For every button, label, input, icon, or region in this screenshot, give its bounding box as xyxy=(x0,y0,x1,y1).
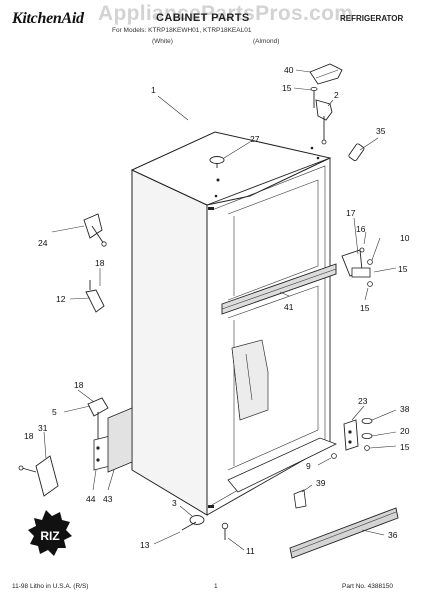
callout-15-lower: 15 xyxy=(360,303,370,313)
callout-23: 23 xyxy=(358,396,368,406)
callout-3: 3 xyxy=(172,498,177,508)
model-line: For Models: KTRP18KEWH01, KTRP18KEAL01 xyxy=(112,27,252,34)
callout-35: 35 xyxy=(376,126,386,136)
leader-lines xyxy=(43,69,397,551)
hinge-screw-top xyxy=(310,87,318,108)
callout-43: 43 xyxy=(103,494,113,504)
callout-1: 1 xyxy=(151,85,156,95)
door-stop-left xyxy=(83,213,107,247)
callout-20: 20 xyxy=(400,426,410,436)
callout-15-mid: 15 xyxy=(398,264,408,274)
side-trim-piece xyxy=(35,455,59,497)
svg-text:RIZ: RIZ xyxy=(40,529,59,543)
cabinet-shell xyxy=(130,131,338,516)
callout-18-mid: 18 xyxy=(74,380,84,390)
callout-10: 10 xyxy=(400,233,410,243)
callout-18-upper: 18 xyxy=(95,258,105,268)
toe-grille xyxy=(289,507,399,559)
callout-9: 9 xyxy=(306,461,311,471)
callout-18-lower: 18 xyxy=(24,431,34,441)
callout-15-top: 15 xyxy=(282,83,292,93)
brand-logo: KitchenAid xyxy=(12,10,84,27)
callout-12: 12 xyxy=(56,294,66,304)
callout-2: 2 xyxy=(334,90,339,100)
callout-36: 36 xyxy=(388,530,398,540)
callout-44: 44 xyxy=(86,494,96,504)
variant-white: (White) xyxy=(152,38,173,45)
top-hinge-bracket xyxy=(315,99,333,145)
screw-left xyxy=(18,465,37,473)
footer-page-number: 1 xyxy=(214,583,218,590)
insulation-panel xyxy=(107,407,133,473)
watermark-text: AppliancePartsPros.com xyxy=(98,2,354,25)
callout-16: 16 xyxy=(356,224,366,234)
callout-17: 17 xyxy=(346,208,356,218)
lower-left-hinge xyxy=(87,397,111,471)
callout-31: 31 xyxy=(38,423,48,433)
variant-almond: (Almond) xyxy=(253,38,280,45)
section-title: CABINET PARTS xyxy=(156,12,250,24)
appliance-type: REFRIGERATOR xyxy=(340,14,404,23)
handle-mount-left xyxy=(85,280,105,313)
callout-13: 13 xyxy=(140,540,150,550)
callout-38: 38 xyxy=(400,404,410,414)
riz-seal: RIZ xyxy=(28,510,72,556)
grille-clip xyxy=(293,489,307,509)
footer-part-number: Part No. 4388150 xyxy=(342,583,393,590)
callout-5: 5 xyxy=(52,407,57,417)
callout-24: 24 xyxy=(38,238,48,248)
callout-15-bottom: 15 xyxy=(400,442,410,452)
top-cap-part xyxy=(209,156,225,168)
leveling-leg xyxy=(181,515,229,540)
callout-39: 39 xyxy=(316,478,326,488)
footer-litho: 11-98 Litho in U.S.A. (R/S) xyxy=(12,583,89,590)
callout-27: 27 xyxy=(250,134,260,144)
divider-rail xyxy=(221,263,337,315)
lower-right-hinge xyxy=(331,417,373,459)
callout-11: 11 xyxy=(246,546,255,556)
callout-40: 40 xyxy=(284,65,294,75)
door-stop-part xyxy=(348,143,365,162)
center-hinge-assembly xyxy=(341,247,373,287)
top-hinge-cover xyxy=(309,63,343,85)
callout-numbers: 1 2 15 40 27 35 24 18 12 41 17 16 10 15 … xyxy=(24,65,410,556)
callout-41: 41 xyxy=(284,302,294,312)
